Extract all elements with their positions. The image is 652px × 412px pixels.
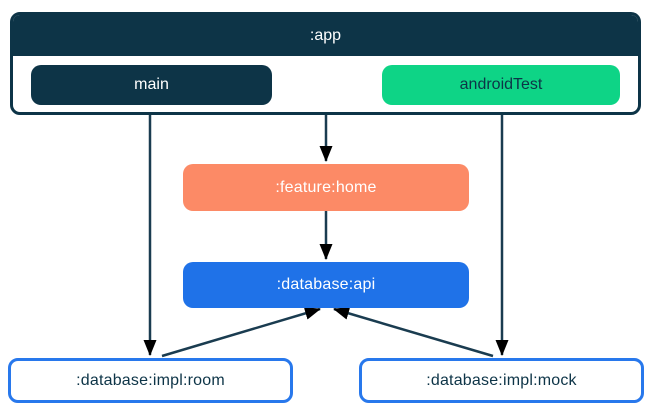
node-database-impl-room: :database:impl:room — [8, 358, 293, 403]
edge-impl-room-to-database-api — [161, 307, 321, 358]
node-feature-home-label: :feature:home — [275, 178, 377, 196]
node-androidtest-label: androidTest — [459, 76, 543, 93]
node-app-header: :app — [13, 15, 638, 56]
node-androidtest-source-set: androidTest — [382, 65, 620, 105]
node-feature-home: :feature:home — [183, 164, 469, 211]
node-database-impl-mock: :database:impl:mock — [359, 358, 644, 403]
node-database-impl-mock-label: :database:impl:mock — [426, 371, 577, 389]
node-app: :app main androidTest — [10, 12, 641, 115]
node-app-body: main androidTest — [13, 56, 638, 105]
node-app-label: :app — [309, 26, 342, 44]
node-main-source-set: main — [31, 65, 272, 105]
node-main-label: main — [134, 76, 169, 93]
node-database-impl-room-label: :database:impl:room — [76, 371, 225, 389]
node-database-api-label: :database:api — [276, 276, 376, 293]
node-database-api: :database:api — [183, 262, 469, 308]
edge-impl-mock-to-database-api — [333, 307, 494, 358]
